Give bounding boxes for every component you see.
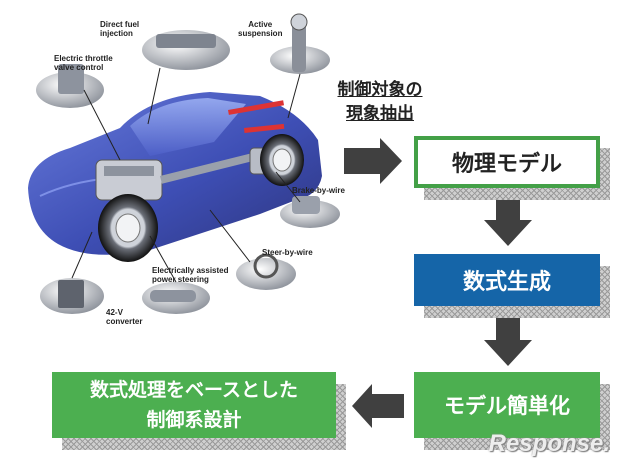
label-steer-by-wire: Steer-by-wire: [262, 248, 313, 257]
throttle-disc: [36, 64, 121, 161]
arrow-down-1: [484, 198, 532, 246]
label-electric-throttle: Electric throttle valve control: [54, 54, 113, 72]
step-model-simplification: モデル簡単化: [414, 372, 600, 438]
step-physical-model-label: 物理モデル: [451, 152, 562, 177]
brake-disc: [275, 171, 340, 228]
step-equation-generation: 数式生成: [414, 254, 600, 306]
eps-disc: [142, 235, 210, 314]
step-control-design: 数式処理をベースとした 制御系設計: [52, 372, 336, 438]
converter-disc: [40, 231, 104, 314]
step-control-design-line-2: 制御系設計: [146, 409, 242, 431]
car-illustration: [28, 13, 340, 314]
label-42v-converter: 42-V converter: [106, 308, 143, 326]
step-equation-generation-label: 数式生成: [462, 270, 551, 295]
label-direct-fuel-injection: Direct fuel injection: [100, 20, 140, 38]
extraction-caption: 制御対象の 現象抽出: [326, 78, 434, 126]
active-suspension-disc: [270, 13, 330, 119]
label-active-suspension: Active suspension: [238, 20, 283, 38]
arrow-right: [344, 138, 402, 184]
arrow-left: [352, 384, 404, 428]
caption-line-2: 現象抽出: [346, 104, 414, 124]
step-control-design-line-1: 数式処理をベースとした: [89, 379, 299, 401]
response-watermark: Response.: [488, 430, 610, 457]
arrow-down-2: [484, 318, 532, 366]
step-model-simplification-label: モデル簡単化: [444, 394, 570, 418]
step-physical-model: 物理モデル: [414, 136, 600, 188]
steer-disc: [209, 209, 296, 290]
caption-line-1: 制御対象の: [337, 80, 423, 100]
rear-wheel: [260, 134, 304, 186]
fuel-injection-disc: [142, 30, 230, 125]
label-electric-power-steering: Electrically assisted power steering: [152, 266, 229, 284]
front-wheel: [98, 194, 158, 262]
label-brake-by-wire: Brake-by-wire: [292, 186, 345, 195]
